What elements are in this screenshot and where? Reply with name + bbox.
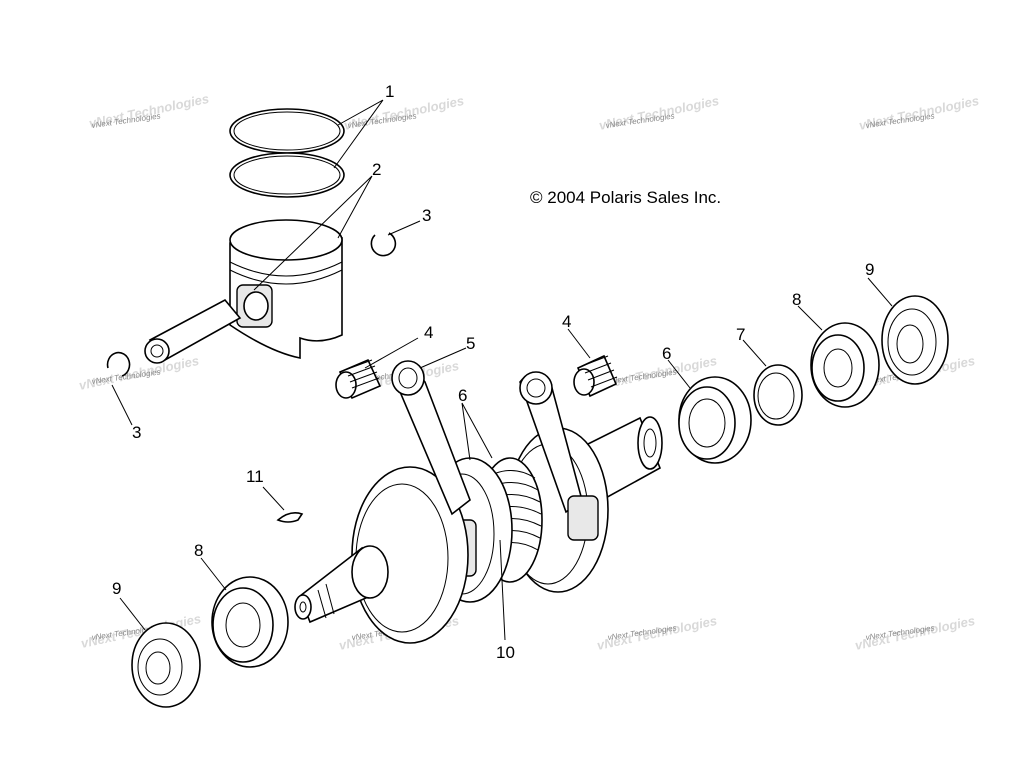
callout-6-center: 6 [458, 386, 467, 405]
needle-bearing-right [573, 354, 618, 398]
callout-8-left: 8 [194, 541, 203, 560]
callout-7: 7 [736, 325, 745, 344]
spacer-ring [753, 364, 803, 426]
callout-11: 11 [246, 467, 264, 486]
needle-bearing-left [335, 358, 382, 400]
callout-5: 5 [466, 334, 475, 353]
woodruff-key [276, 512, 304, 523]
crankshaft-assembly [294, 360, 663, 644]
piston [144, 219, 343, 364]
leader-lines [111, 99, 893, 641]
piston-rings [229, 108, 345, 198]
callout-labels: 1 2 3 3 4 4 5 6 6 7 8 8 9 9 10 11 [112, 82, 874, 662]
seal-left [131, 622, 201, 708]
callout-2: 2 [372, 160, 381, 179]
bearing-right [810, 322, 880, 408]
bearing-left [211, 576, 289, 668]
callout-4-right: 4 [562, 312, 571, 331]
copyright-text: © 2004 Polaris Sales Inc. [530, 188, 721, 207]
callout-9-right: 9 [865, 260, 874, 279]
circlip-lower [106, 351, 131, 377]
ball-bearing-right [678, 376, 752, 464]
callout-4-left: 4 [424, 323, 433, 342]
seal-right [881, 295, 949, 385]
callout-9-left: 9 [112, 579, 121, 598]
callout-3-upper: 3 [422, 206, 431, 225]
callout-1: 1 [385, 82, 394, 101]
callout-10: 10 [496, 643, 515, 662]
callout-3-lower: 3 [132, 423, 141, 442]
callout-6-right: 6 [662, 344, 671, 363]
callout-8-right: 8 [792, 290, 801, 309]
circlip-upper [370, 232, 397, 257]
